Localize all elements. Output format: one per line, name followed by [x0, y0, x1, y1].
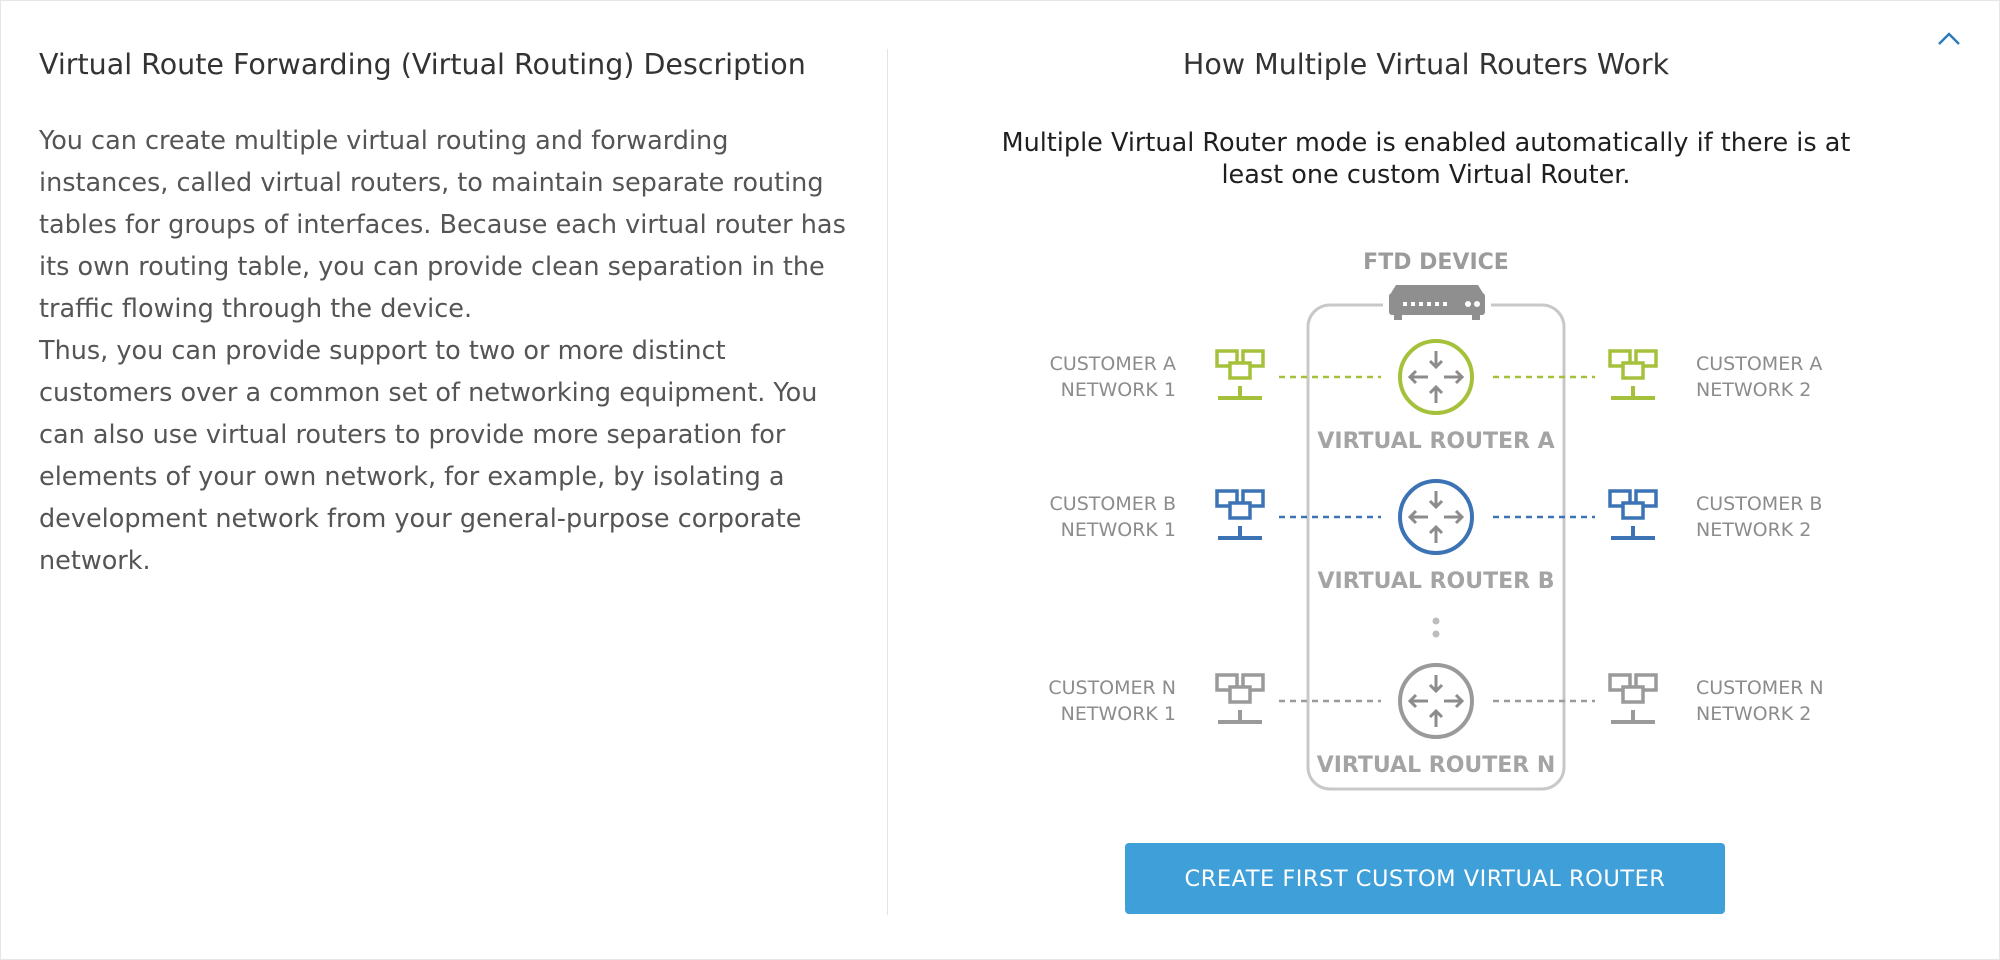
network-icon	[1608, 349, 1658, 400]
network-label-right: CUSTOMER A	[1696, 353, 1822, 375]
network-icon	[1608, 673, 1658, 724]
how-it-works-description: Multiple Virtual Router mode is enabled …	[1001, 128, 1851, 190]
router-icon	[1398, 663, 1474, 739]
description-paragraph-2: Thus, you can provide support to two or …	[39, 336, 818, 576]
description-section: Virtual Route Forwarding (Virtual Routin…	[39, 41, 859, 582]
router-icon	[1398, 339, 1474, 415]
description-paragraph-1: You can create multiple virtual routing …	[39, 126, 846, 324]
section-divider	[887, 49, 888, 915]
router-icon	[1398, 479, 1474, 555]
chevron-up-icon	[1938, 32, 1960, 45]
network-icon	[1608, 489, 1658, 540]
vertical-ellipsis-icon	[1432, 617, 1440, 638]
how-it-works-title: How Multiple Virtual Routers Work	[1182, 48, 1670, 81]
ftd-device-icon	[1383, 285, 1491, 320]
network-icon	[1215, 673, 1265, 724]
network-label-right: NETWORK 2	[1696, 379, 1811, 401]
device-enclosure	[1306, 303, 1566, 791]
description-title: Virtual Route Forwarding (Virtual Routin…	[39, 48, 806, 81]
network-icon	[1215, 349, 1265, 400]
network-label-left: NETWORK 1	[1061, 703, 1176, 725]
network-label-right: CUSTOMER B	[1696, 493, 1822, 515]
network-label-left: CUSTOMER A	[1050, 353, 1176, 375]
network-label-left: CUSTOMER B	[1050, 493, 1176, 515]
network-label-right: NETWORK 2	[1696, 703, 1811, 725]
network-icon	[1215, 489, 1265, 540]
network-label-right: NETWORK 2	[1696, 519, 1811, 541]
device-label: FTD DEVICE	[1363, 250, 1509, 275]
create-first-custom-virtual-router-button[interactable]: CREATE FIRST CUSTOM VIRTUAL ROUTER	[1125, 843, 1725, 914]
network-label-left: NETWORK 1	[1061, 519, 1176, 541]
network-label-left: CUSTOMER N	[1048, 677, 1176, 699]
network-label-right: CUSTOMER N	[1696, 677, 1824, 699]
virtual-router-label: VIRTUAL ROUTER B	[1318, 569, 1555, 594]
virtual-router-label: VIRTUAL ROUTER N	[1317, 753, 1556, 778]
virtual-router-label: VIRTUAL ROUTER A	[1317, 429, 1554, 454]
collapse-button[interactable]	[1931, 21, 1967, 57]
description-body: You can create multiple virtual routing …	[39, 120, 859, 582]
network-label-left: NETWORK 1	[1061, 379, 1176, 401]
